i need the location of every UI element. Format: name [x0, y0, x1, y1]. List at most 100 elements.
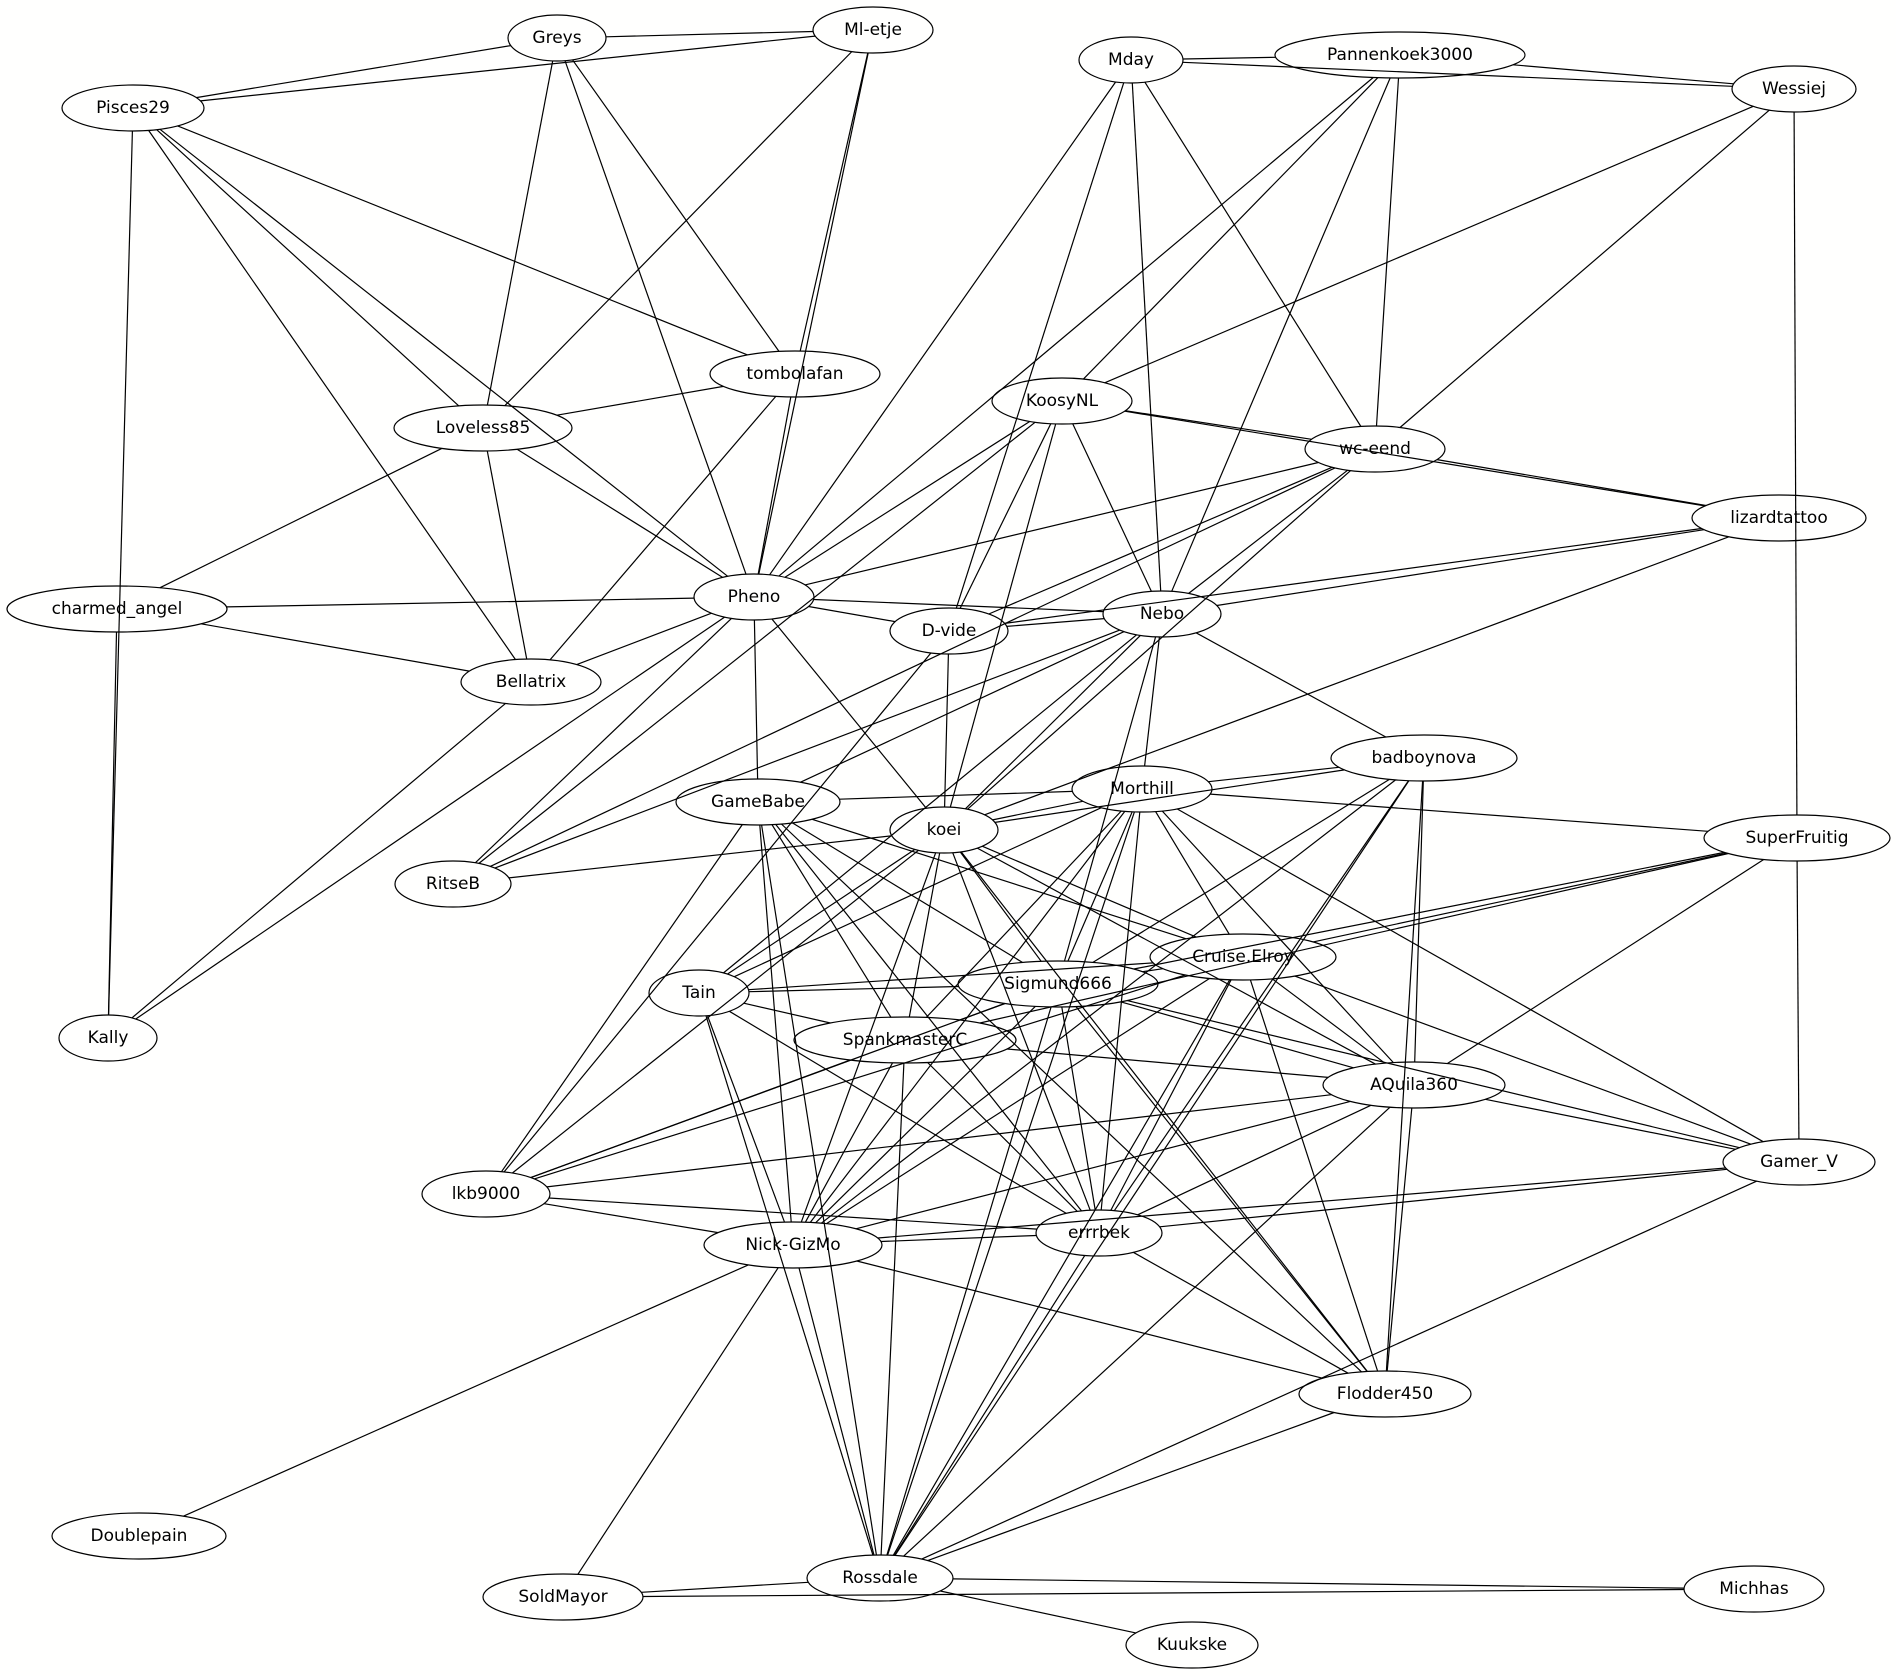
node-label-soldmayor: SoldMayor: [518, 1587, 607, 1607]
node-soldmayor: SoldMayor: [482, 1573, 644, 1621]
edge-spankmasterc-rossdale: [880, 1062, 905, 1556]
node-koosynl: KoosyNL: [991, 377, 1133, 425]
edge-cruise-elroy-flodder450: [1249, 979, 1379, 1372]
edge-morthill-koei: [992, 800, 1083, 821]
edge-nebo-koei: [964, 634, 1141, 810]
edge-koosynl-koei: [949, 423, 1057, 808]
node-tombolafan: tombolafan: [709, 350, 881, 398]
node-label-tain: Tain: [681, 983, 716, 1003]
edge-pannenkoek3000-koosynl: [1082, 77, 1379, 380]
node-ellipse-spankmasterc: [793, 1016, 1017, 1064]
edge-koei-flodder450: [960, 851, 1368, 1372]
node-aquila360: AQuila360: [1322, 1061, 1506, 1109]
edge-pheno-d-vide: [808, 605, 896, 623]
node-flodder450: Flodder450: [1298, 1370, 1472, 1418]
edge-koosynl-d-vide: [959, 423, 1052, 609]
edge-cruise-elroy-lkb9000: [534, 974, 1186, 1180]
edge-tombolafan-loveless85: [556, 385, 724, 416]
edge-wc-eend-d-vide: [988, 466, 1333, 615]
node-ellipse-kuukske: [1125, 1621, 1259, 1669]
edge-sigmund666-nick-gizmo: [815, 1005, 1036, 1224]
edge-tain-errrbek: [729, 1010, 1067, 1214]
edge-loveless85-bellatrix: [486, 450, 528, 660]
edge-mday-pannenkoek3000: [1182, 56, 1276, 60]
edge-badboynova-aquila360: [1414, 780, 1424, 1063]
edge-koosynl-lizardtattoo: [1124, 410, 1706, 507]
edge-greys-ml-etje: [605, 30, 814, 38]
edge-gamebabe-rossdale: [761, 824, 877, 1556]
edge-nick-gizmo-rossdale: [798, 1267, 875, 1556]
edge-cruise-elroy-sigmund666: [1142, 968, 1163, 973]
node-ellipse-loveless85: [393, 404, 573, 452]
edge-mday-d-vide: [955, 82, 1125, 609]
edge-badboynova-sigmund666: [1092, 778, 1390, 963]
node-ellipse-michhas: [1683, 1565, 1825, 1613]
edge-tain-spankmasterc: [743, 1002, 831, 1024]
node-label-koosynl: KoosyNL: [1026, 391, 1099, 411]
node-label-charmed-angel: charmed_angel: [52, 599, 183, 619]
node-label-sigmund666: Sigmund666: [1004, 974, 1112, 994]
edge-koei-errrbek: [952, 852, 1091, 1211]
node-gamer-v: Gamer_V: [1722, 1138, 1876, 1186]
node-label-wc-eend: wc-eend: [1339, 439, 1411, 459]
edge-nebo-morthill: [1144, 636, 1160, 767]
edge-wessiej-superfruitig: [1793, 111, 1798, 816]
edge-morthill-sigmund666: [1067, 811, 1133, 962]
node-loveless85: Loveless85: [393, 404, 573, 452]
edge-nick-gizmo-soldmayor: [577, 1267, 779, 1575]
node-label-d-vide: D-vide: [922, 621, 977, 641]
node-label-superfruitig: SuperFruitig: [1745, 828, 1848, 848]
node-sigmund666: Sigmund666: [957, 960, 1159, 1008]
edge-ml-etje-loveless85: [504, 51, 853, 407]
node-tain: Tain: [648, 969, 750, 1017]
edge-gamebabe-sigmund666: [792, 822, 1023, 964]
node-d-vide: D-vide: [889, 607, 1009, 655]
edge-morthill-aquila360: [1161, 810, 1394, 1064]
node-ellipse-pheno: [693, 573, 815, 621]
edge-tain-sigmund666: [748, 985, 959, 993]
edge-mday-pheno: [769, 81, 1117, 576]
node-cruise-elroy: Cruise.Elroy: [1149, 933, 1337, 981]
edge-koosynl-ritseb: [478, 421, 1036, 864]
edge-pheno-koei: [771, 618, 927, 809]
node-ellipse-bellatrix: [460, 658, 602, 706]
node-ellipse-nick-gizmo: [703, 1221, 883, 1269]
node-ellipse-soldmayor: [482, 1573, 644, 1621]
edge-pannenkoek3000-pheno: [778, 77, 1374, 577]
node-ellipse-aquila360: [1322, 1061, 1506, 1109]
edge-mday-wessiej: [1182, 61, 1733, 87]
node-label-mday: Mday: [1108, 50, 1154, 70]
node-label-tombolafan: tombolafan: [746, 364, 843, 384]
node-ellipse-wessiej: [1731, 65, 1857, 113]
node-charmed-angel: charmed_angel: [6, 585, 228, 633]
edge-gamebabe-morthill: [839, 790, 1073, 800]
node-label-pannenkoek3000: Pannenkoek3000: [1327, 45, 1473, 65]
node-ellipse-pannenkoek3000: [1274, 31, 1526, 79]
edge-nebo-sigmund666: [1063, 636, 1157, 962]
edge-pheno-ritseb: [474, 617, 733, 864]
node-kuukske: Kuukske: [1125, 1621, 1259, 1669]
node-koei: koei: [889, 806, 999, 854]
edge-charmed-angel-kally: [107, 631, 118, 1016]
node-label-kally: Kally: [88, 1028, 129, 1048]
edge-ml-etje-tombolafan: [799, 52, 869, 352]
edge-lizardtattoo-nebo: [1216, 529, 1705, 607]
edge-gamebabe-lkb9000: [501, 824, 743, 1173]
node-label-nebo: Nebo: [1140, 604, 1184, 624]
edge-gamebabe-cruise-elroy: [811, 818, 1187, 940]
edge-koei-ritseb: [508, 835, 892, 879]
edge-gamebabe-flodder450: [780, 823, 1363, 1373]
edge-flodder450-rossdale: [927, 1411, 1335, 1562]
edge-errrbek-nick-gizmo: [880, 1234, 1037, 1243]
node-ellipse-flodder450: [1298, 1370, 1472, 1418]
node-pannenkoek3000: Pannenkoek3000: [1274, 31, 1526, 79]
edge-koei-lkb9000: [512, 849, 919, 1174]
edge-sigmund666-flodder450: [1075, 1006, 1368, 1372]
edge-pheno-gamebabe: [753, 619, 759, 780]
edge-koosynl-pheno: [784, 420, 1031, 578]
node-label-lkb9000: lkb9000: [452, 1184, 521, 1204]
edge-lkb9000-nick-gizmo: [544, 1203, 719, 1234]
edge-morthill-gamer-v: [1176, 808, 1764, 1143]
